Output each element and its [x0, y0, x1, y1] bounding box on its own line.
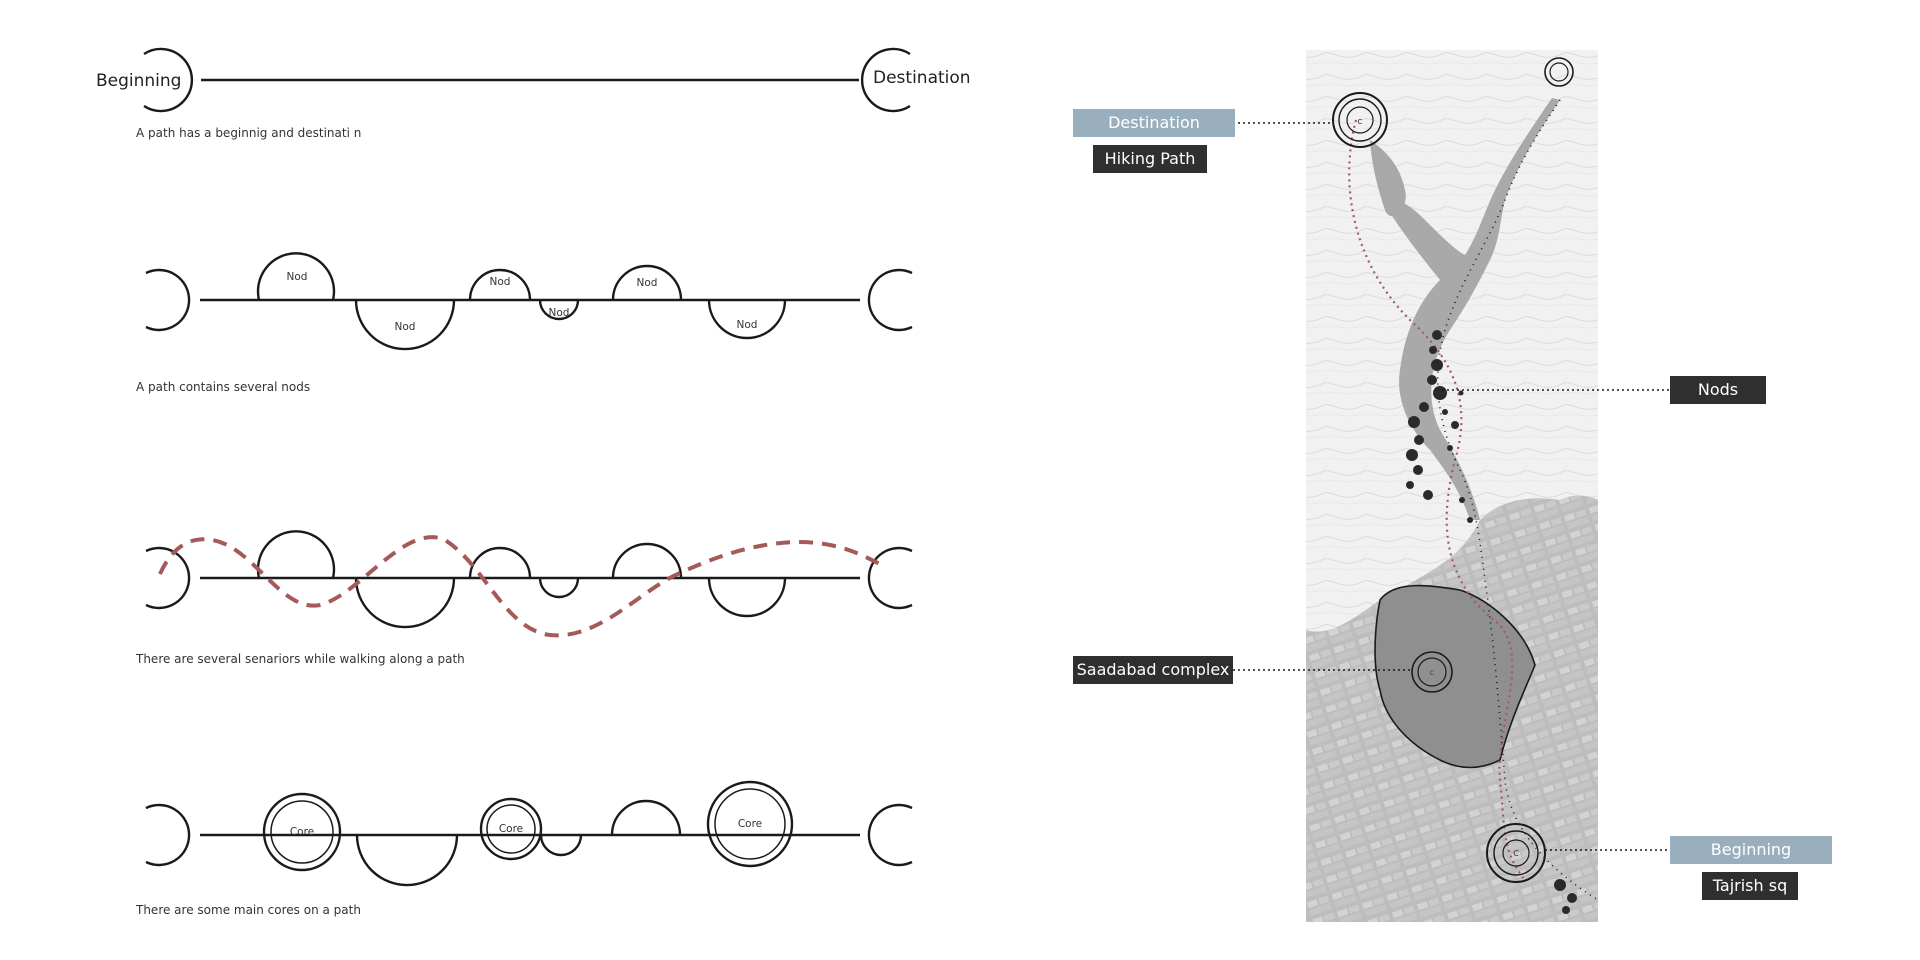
end-arc: [867, 803, 913, 867]
beginning-tag: Beginning: [1670, 836, 1832, 864]
node-label: Nod: [287, 271, 308, 283]
start-arc: [143, 47, 193, 113]
node-label: Nod: [549, 307, 570, 319]
start-arc: [145, 803, 191, 867]
diagram-cores-labels: Core Core Core There are some main cores…: [135, 818, 762, 917]
saadabad-complex-area: [1374, 584, 1536, 769]
leader-lines: [1233, 122, 1670, 851]
end-arc: [867, 546, 913, 610]
node-circle: [468, 268, 532, 301]
destination-core-mark: C: [1358, 118, 1363, 126]
node-label: Nod: [737, 319, 758, 331]
diagram3-caption: There are several senariors while walkin…: [135, 652, 465, 666]
node-circle: [611, 264, 683, 301]
core-outer-ring: [706, 780, 794, 868]
node-circle: [354, 577, 456, 629]
red-dotted-route: [1348, 119, 1526, 881]
destination-tag: Destination: [1073, 109, 1235, 137]
saadabad-core-rings: [1411, 651, 1453, 693]
node-circle: [610, 799, 682, 836]
black-dotted-trail: [1437, 99, 1598, 901]
end-arc: [861, 47, 911, 113]
core-label: Core: [290, 826, 314, 838]
node-circle: [538, 299, 580, 321]
node-label: Nod: [395, 321, 416, 333]
start-arc: [145, 546, 191, 610]
beginning-core-mark: C: [1513, 849, 1519, 858]
diagram4-caption: There are some main cores on a path: [135, 903, 361, 917]
destination-label: Destination: [873, 68, 971, 88]
diagram1-caption: A path has a beginnig and destinati n: [136, 126, 361, 140]
hiking-path-map: C C C: [1306, 50, 1598, 922]
diagram-nodes: [145, 252, 913, 351]
node-circle: [611, 542, 683, 579]
node-label: Nod: [490, 276, 511, 288]
core-inner-ring: [486, 804, 536, 854]
end-arc: [867, 268, 913, 332]
diagram2-caption: A path contains several nods: [136, 380, 310, 394]
diagram-nodes-labels: Nod Nod Nod Nod Nod Nod A path contains …: [136, 271, 757, 394]
node-circle: [538, 577, 580, 599]
hiking-path-tag: Hiking Path: [1093, 145, 1207, 173]
nods-tag: Nods: [1670, 376, 1766, 404]
core-label: Core: [499, 823, 523, 835]
beginning-core-rings: [1486, 823, 1546, 883]
start-arc: [145, 268, 191, 332]
valley-area: [1370, 140, 1406, 217]
core-inner-ring: [714, 788, 786, 860]
river-valley: [1382, 98, 1560, 520]
tajrish-sq-tag: Tajrish sq: [1702, 872, 1798, 900]
core-inner-ring: [270, 800, 334, 864]
node-circle: [707, 577, 787, 618]
node-circle: [256, 252, 336, 301]
node-circle: [355, 834, 459, 887]
beginning-label: Beginning: [96, 71, 181, 91]
core-label: Core: [738, 818, 762, 830]
summit-core-rings: [1544, 57, 1574, 87]
diagram-beginning-destination: Beginning Destination A path has a begin…: [96, 47, 971, 140]
node-circle: [707, 299, 787, 340]
saadabad-core-mark: C: [1430, 670, 1434, 677]
core-outer-ring: [479, 797, 543, 861]
saadabad-complex-tag: Saadabad complex: [1073, 656, 1233, 684]
destination-core-rings: [1332, 92, 1388, 148]
diagram-cores: [145, 780, 913, 887]
node-circle: [256, 530, 336, 579]
node-circle: [354, 299, 456, 351]
walking-scenario-dashed-route: [158, 535, 886, 638]
diagram-scenarios: [145, 530, 913, 638]
core-outer-ring: [262, 792, 342, 872]
node-circle: [539, 834, 583, 857]
node-label: Nod: [637, 277, 658, 289]
